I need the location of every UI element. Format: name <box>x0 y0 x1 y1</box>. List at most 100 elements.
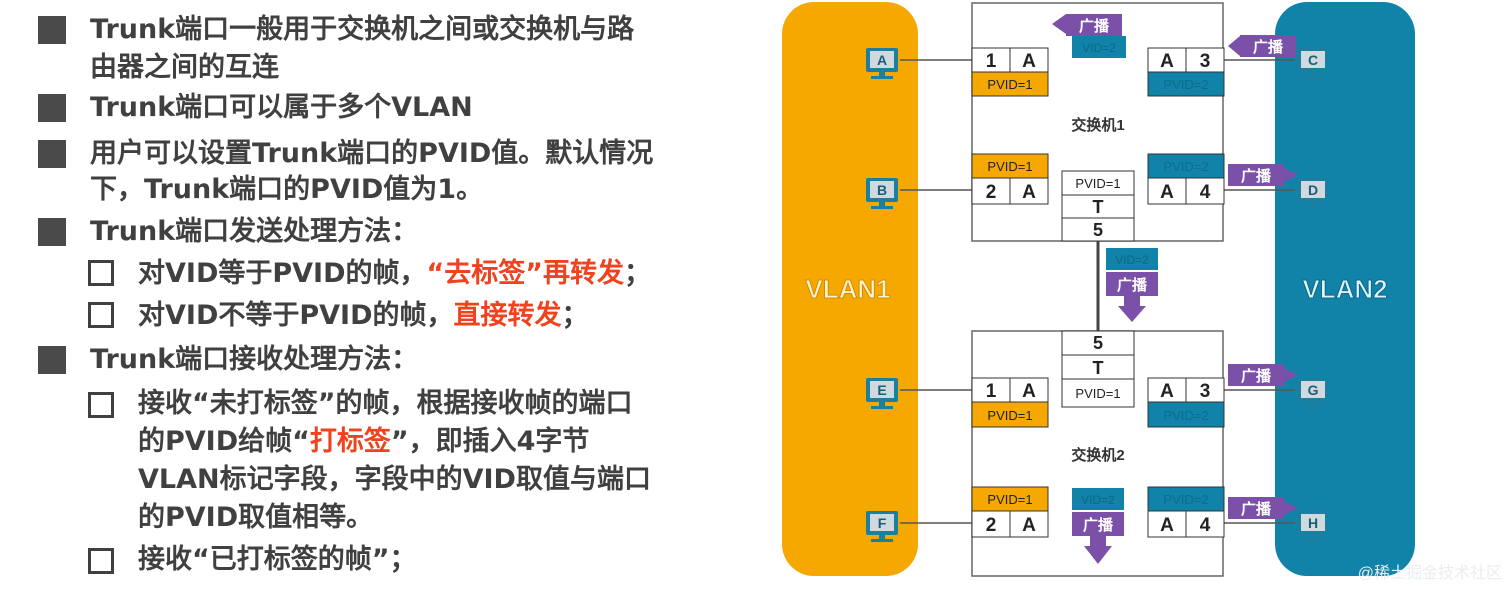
svg-text:PVID=1: PVID=1 <box>987 408 1032 423</box>
svg-text:PVID=2: PVID=2 <box>1163 492 1208 507</box>
s2-port-5: 5 T PVID=1 <box>1061 330 1135 408</box>
switch-2-label: 交换机2 <box>1071 446 1124 464</box>
svg-text:PVID=1: PVID=1 <box>1075 176 1120 191</box>
bullet-square <box>38 218 66 246</box>
s2-port-2: PVID=1 2 A <box>971 486 1049 538</box>
s1-port-4: PVID=2 A 4 <box>1147 153 1225 205</box>
receive-item-1-highlight: 打标签 <box>309 426 391 457</box>
watermark: @稀土掘金技术社区 <box>1358 564 1502 582</box>
send-item-1: 对VID等于PVID的帧，“去标签”再转发； <box>138 256 651 292</box>
receive-item-1-line-4: 的PVID取值相等。 <box>138 502 374 533</box>
svg-text:B: B <box>877 182 887 198</box>
host-h: H <box>1297 511 1329 542</box>
s1-port-2: PVID=1 2 A <box>971 153 1049 205</box>
svg-text:G: G <box>1308 382 1319 398</box>
vlan1-zone <box>782 2 918 576</box>
svg-text:F: F <box>878 515 887 531</box>
bullet-2-line-1: Trunk端口可以属于多个VLAN <box>90 92 473 123</box>
host-f: F <box>866 511 898 542</box>
svg-text:A: A <box>1022 51 1036 72</box>
s2-port-4: PVID=2 A 4 <box>1147 486 1225 538</box>
svg-text:PVID=2: PVID=2 <box>1163 408 1208 423</box>
trunk-tagged-frame: VID=2 广播 <box>1106 248 1158 322</box>
s2-port-1: 1 A PVID=1 <box>971 377 1049 428</box>
receive-item-1-line-2-suffix: ”，即插入4字节 <box>390 426 590 457</box>
svg-text:A: A <box>1022 182 1036 203</box>
host-g: G <box>1297 378 1329 409</box>
bullet-square <box>38 94 66 122</box>
send-item-1-suffix: ； <box>624 258 651 289</box>
sub-bullet-box <box>88 392 114 418</box>
vlan2-zone <box>1275 2 1415 576</box>
svg-text:D: D <box>1308 182 1318 198</box>
receive-item-1-line-1: 接收“未打标签”的帧，根据接收帧的端口 <box>138 388 633 419</box>
svg-text:广播: 广播 <box>1079 17 1110 35</box>
svg-text:PVID=1: PVID=1 <box>987 492 1032 507</box>
receive-item-1-line-3: VLAN标记字段，字段中的VID取值与端口 <box>138 464 651 495</box>
bullet-1-line-1: Trunk端口一般用于交换机之间或交换机与路 <box>90 14 635 45</box>
svg-text:1: 1 <box>986 51 997 72</box>
switch-1-label: 交换机1 <box>1071 116 1124 134</box>
host-b: B <box>866 178 898 209</box>
svg-text:VID=2: VID=2 <box>1082 41 1116 55</box>
svg-text:VID=2: VID=2 <box>1081 493 1115 507</box>
send-item-1-highlight: “去标签”再转发 <box>426 258 625 289</box>
svg-text:4: 4 <box>1200 515 1211 536</box>
svg-text:5: 5 <box>1093 333 1103 353</box>
svg-text:广播: 广播 <box>1241 167 1272 185</box>
receive-item-1-line-2: 的PVID给帧“打标签”，即插入4字节 <box>138 424 589 460</box>
bullet-4-line-1: Trunk端口发送处理方法： <box>90 216 419 247</box>
svg-text:A: A <box>877 52 887 68</box>
host-d: D <box>1297 178 1329 209</box>
svg-text:T: T <box>1093 358 1104 378</box>
s2-port-3: A 3 PVID=2 <box>1147 377 1225 428</box>
send-item-2: 对VID不等于PVID的帧，直接转发； <box>138 298 589 334</box>
bullet-1-line-2: 由器之间的互连 <box>90 52 279 83</box>
svg-text:广播: 广播 <box>1083 516 1114 534</box>
svg-text:2: 2 <box>986 515 997 536</box>
svg-text:PVID=1: PVID=1 <box>987 159 1032 174</box>
send-item-2-text: 对VID不等于PVID的帧， <box>138 300 454 331</box>
sub-bullet-box <box>88 548 114 574</box>
svg-text:A: A <box>1160 515 1174 536</box>
s1-port-1: 1 A PVID=1 <box>971 47 1049 97</box>
svg-text:A: A <box>1160 381 1174 402</box>
host-e: E <box>866 378 898 409</box>
svg-text:H: H <box>1308 515 1318 531</box>
sub-bullet-box <box>88 260 114 286</box>
svg-text:T: T <box>1093 197 1104 217</box>
send-item-2-suffix: ； <box>561 300 589 331</box>
s1-port-3: A 3 PVID=2 <box>1147 47 1225 97</box>
svg-text:广播: 广播 <box>1253 38 1284 56</box>
svg-text:C: C <box>1308 52 1318 68</box>
broadcast-arrow-c: 广播 <box>1228 35 1296 57</box>
bullet-square <box>38 140 66 168</box>
svg-text:PVID=1: PVID=1 <box>1075 386 1120 401</box>
switch-2-tagged-frame: VID=2 广播 <box>1072 488 1124 564</box>
broadcast-label-h: 广播 <box>1228 497 1298 519</box>
host-c: C <box>1297 48 1329 79</box>
broadcast-label-g: 广播 <box>1228 364 1298 386</box>
switch-1-broadcast-packet: VID=2 广播 <box>1052 14 1126 58</box>
svg-text:A: A <box>1160 182 1174 203</box>
send-item-2-highlight: 直接转发 <box>453 300 562 331</box>
bullet-3-line-2: 下，Trunk端口的PVID值为1。 <box>90 174 484 205</box>
svg-text:3: 3 <box>1200 381 1211 402</box>
svg-text:广播: 广播 <box>1117 276 1148 294</box>
svg-text:4: 4 <box>1200 182 1211 203</box>
receive-heading: Trunk端口接收处理方法： <box>90 344 419 375</box>
host-links <box>900 59 1295 524</box>
svg-text:A: A <box>1160 51 1174 72</box>
host-a: A <box>866 48 898 79</box>
receive-item-1-line-2-prefix: 的PVID给帧“ <box>138 426 310 457</box>
svg-text:5: 5 <box>1093 220 1103 240</box>
s1-port-5: PVID=1 T 5 <box>1061 170 1135 242</box>
svg-text:A: A <box>1022 381 1036 402</box>
bullet-square <box>38 346 66 374</box>
svg-text:A: A <box>1022 515 1036 536</box>
svg-text:广播: 广播 <box>1241 367 1272 385</box>
vlan1-label: VLAN1 <box>805 274 890 304</box>
bullet-list: Trunk端口一般用于交换机之间或交换机与路 由器之间的互连 Trunk端口可以… <box>0 0 740 599</box>
receive-item-2: 接收“已打标签的帧”； <box>138 544 417 575</box>
